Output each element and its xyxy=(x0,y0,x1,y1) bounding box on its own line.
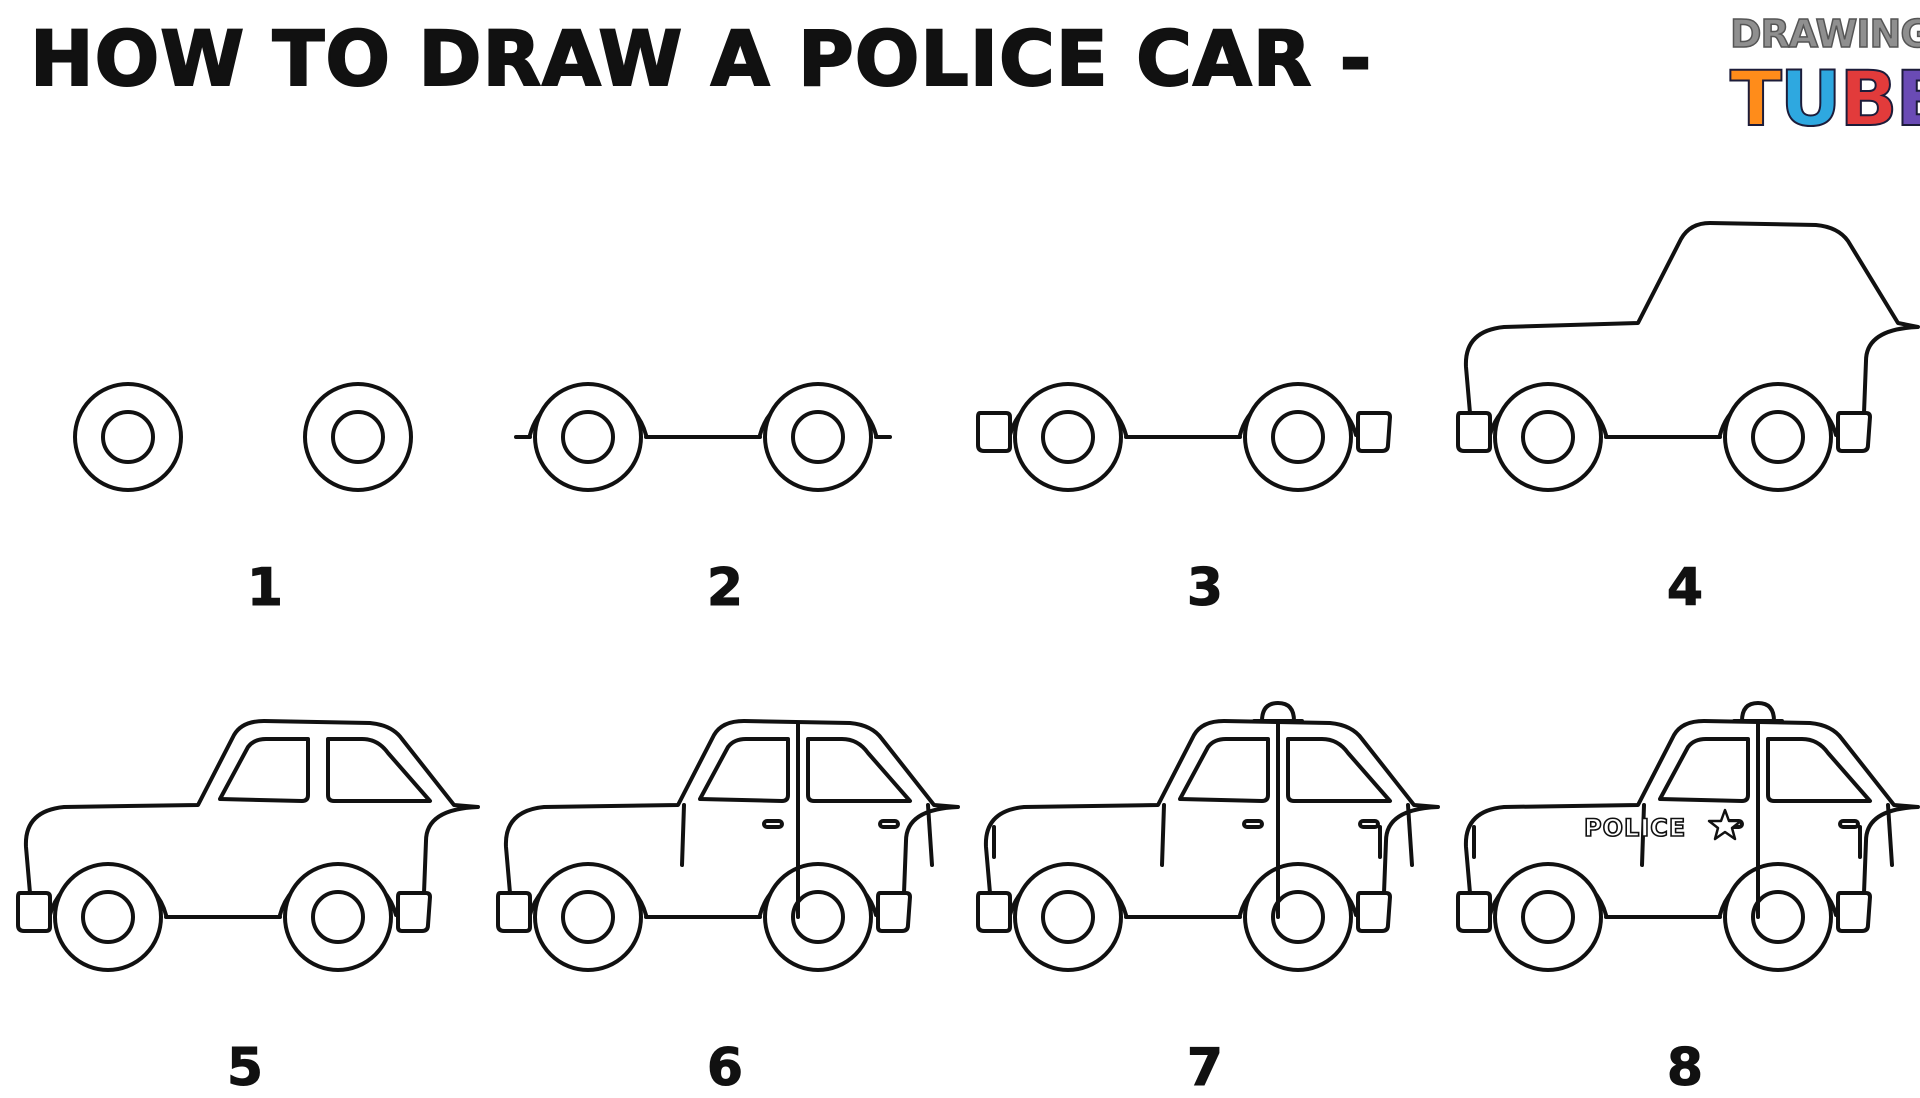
step-8: POLICE 8 xyxy=(1450,620,1920,1098)
police-door-text: POLICE xyxy=(1584,814,1686,842)
drawingz-tube-logo: DRAWINGz TUBE xyxy=(1729,11,1920,144)
police-car-complete xyxy=(1456,701,1920,972)
step-number: 5 xyxy=(226,1038,264,1098)
step-number: 6 xyxy=(706,1038,744,1098)
step-4: 4 xyxy=(1450,140,1920,619)
step-number: 1 xyxy=(246,558,284,619)
car-with-siren xyxy=(976,701,1440,972)
car-with-windows xyxy=(16,719,480,972)
step-2-drawing xyxy=(514,382,892,492)
step-number: 4 xyxy=(1666,558,1704,619)
step-6-drawing xyxy=(496,719,960,972)
step-4-drawing xyxy=(1456,221,1920,492)
wheels-with-bumpers xyxy=(976,382,1392,492)
car-body-outline xyxy=(1456,221,1920,492)
step-number: 3 xyxy=(1186,558,1224,619)
car-with-doors xyxy=(496,719,960,972)
step-number: 8 xyxy=(1666,1038,1704,1098)
step-5: 5 xyxy=(10,620,480,1098)
step-7-drawing xyxy=(976,701,1440,972)
step-2: 2 xyxy=(490,140,960,619)
step-3: 3 xyxy=(970,140,1440,619)
step-number: 7 xyxy=(1186,1038,1224,1098)
step-1: 1 xyxy=(30,140,500,619)
star-badge-icon xyxy=(1707,808,1743,841)
step-1-drawing xyxy=(73,382,413,492)
step-6: 6 xyxy=(490,620,960,1098)
page-title: HOW TO DRAW A POLICE CAR - xyxy=(29,13,1373,104)
step-5-drawing xyxy=(16,719,480,972)
step-7: 7 xyxy=(970,620,1440,1098)
wheels-with-fenders xyxy=(514,382,892,492)
step-8-drawing: POLICE xyxy=(1456,701,1920,972)
step-number: 2 xyxy=(706,558,744,619)
step-3-drawing xyxy=(976,382,1392,492)
